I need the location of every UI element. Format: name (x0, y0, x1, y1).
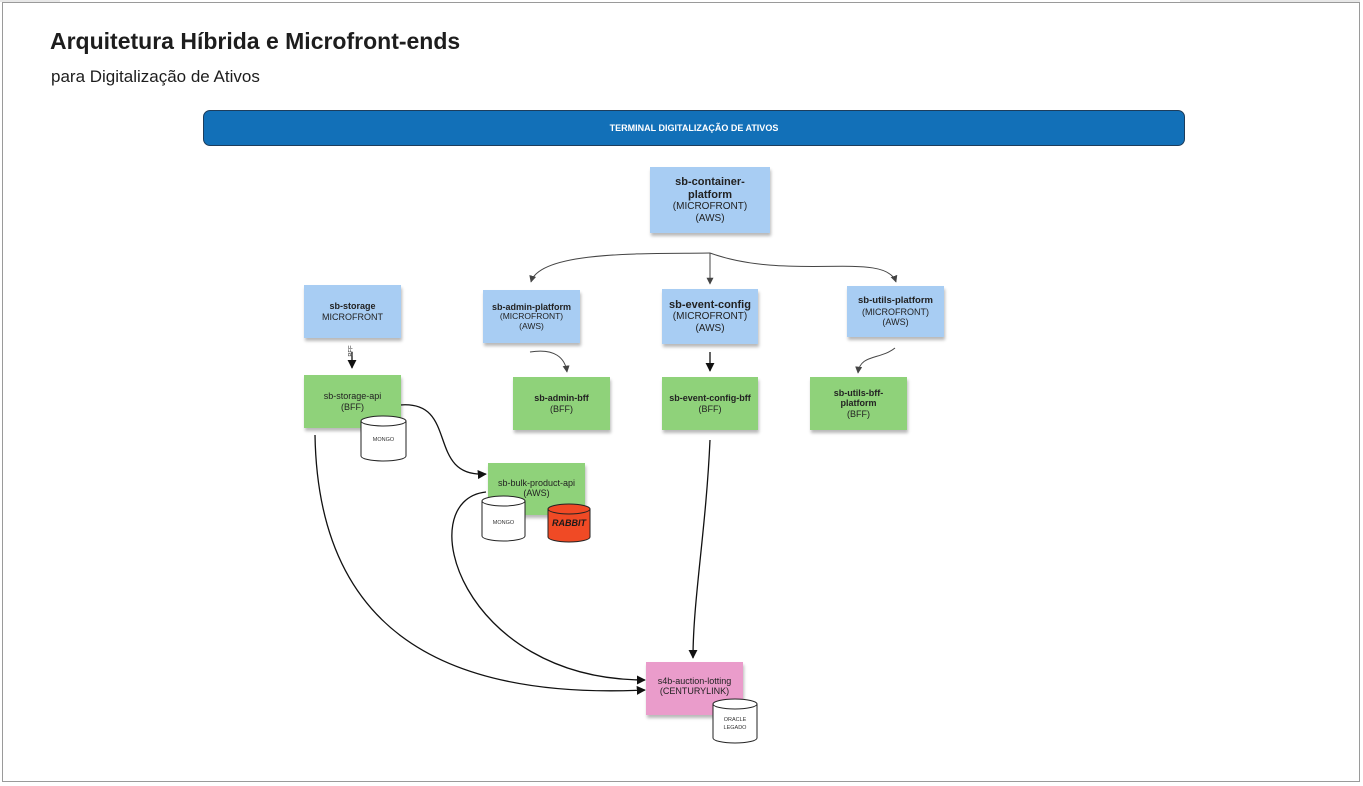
note-title: sb-admin-bff (534, 393, 589, 404)
banner-label: TERMINAL DIGITALIZAÇÃO DE ATIVOS (609, 123, 779, 133)
top-edge-mark (1180, 0, 1360, 2)
note-type: (MICROFRONT) (499, 310, 564, 321)
note-sb-utils-platform[interactable]: sb-utils-platform (MICROFRONT) (AWS) (847, 286, 944, 337)
note-sb-storage-api[interactable]: sb-storage-api (BFF) (304, 375, 401, 428)
top-edge-mark (0, 0, 60, 2)
note-sb-admin-bff[interactable]: sb-admin-bff (BFF) (513, 377, 610, 430)
edge-bulk-to-auction (451, 491, 646, 685)
note-host: (AWS) (695, 212, 725, 224)
database-label: LEGADO (723, 725, 747, 731)
page-subtitle: para Digitalização de Ativos (51, 67, 260, 86)
note-title: sb-admin-platform (491, 301, 571, 312)
note-host: (AWS) (695, 322, 725, 334)
note-title: sb-event-config (669, 298, 751, 311)
database-label: MONGO (492, 520, 515, 526)
note-type: (BFF) (847, 408, 870, 419)
note-type: (BFF) (698, 403, 722, 414)
note-sb-admin-platform[interactable]: sb-admin-platform (MICROFRONT) (AWS) (483, 290, 580, 343)
note-type: (MICROFRONT) (672, 201, 748, 213)
note-title: sb-storage-api (323, 391, 382, 402)
note-title: s4b-auction-lotting (657, 676, 732, 686)
database-mongo-storage: MONGO (360, 415, 407, 462)
note-type: (BFF) (550, 403, 573, 414)
note-sb-storage[interactable]: sb-storage MICROFRONT (304, 285, 401, 338)
edge-utils-to-utilsbff (855, 347, 896, 374)
note-sb-event-config[interactable]: sb-event-config (MICROFRONT) (AWS) (662, 289, 758, 344)
database-label: RABBIT (552, 518, 586, 528)
note-title: sb-utils-platform (858, 294, 933, 306)
edge-storageapi-to-auction (314, 434, 646, 695)
edge-label-bff: BFF (348, 345, 355, 357)
page-title: Arquitetura Híbrida e Microfront-ends (50, 28, 461, 54)
edge-container-to-admin (529, 252, 711, 283)
note-title: sb-utils-bff-platform (833, 387, 884, 409)
note-sb-container-platform[interactable]: sb-container-platform (MICROFRONT) (AWS) (650, 167, 770, 233)
edge-eventbff-to-auction (688, 439, 711, 659)
rabbit-cylinder-icon (547, 503, 591, 543)
cylinder-icon (481, 495, 526, 542)
note-host: (CENTURYLINK) (659, 686, 730, 697)
database-oracle-legado: ORACLE LEGADO (712, 698, 758, 744)
edge-admin-to-adminbff (529, 350, 570, 373)
database-rabbit: RABBIT (547, 503, 591, 543)
note-title: sb-bulk-product-api (497, 478, 576, 488)
note-sb-utils-bff-platform[interactable]: sb-utils-bff-platform (BFF) (810, 377, 907, 430)
database-mongo-bulk: MONGO (481, 495, 526, 542)
note-title: sb-storage (329, 301, 376, 312)
note-sb-event-config-bff[interactable]: sb-event-config-bff (BFF) (662, 377, 758, 430)
edge-container-to-utils (709, 252, 898, 283)
note-host: (AWS) (519, 320, 544, 331)
database-label: ORACLE (723, 717, 747, 723)
note-type: (MICROFRONT) (862, 306, 929, 317)
note-type: (BFF) (341, 401, 364, 412)
note-host: (AWS) (882, 316, 909, 327)
note-type: MICROFRONT (322, 311, 383, 322)
edge-storageapi-to-bulk (399, 404, 487, 480)
note-title: sb-container-platform (675, 175, 745, 201)
note-host: (AWS) (523, 488, 550, 499)
note-type: (MICROFRONT) (672, 311, 748, 323)
note-title: sb-event-config-bff (669, 393, 751, 404)
database-label: MONGO (372, 437, 395, 443)
cylinder-icon (712, 698, 758, 744)
cylinder-icon (360, 415, 407, 462)
terminal-banner[interactable]: TERMINAL DIGITALIZAÇÃO DE ATIVOS (203, 110, 1185, 146)
